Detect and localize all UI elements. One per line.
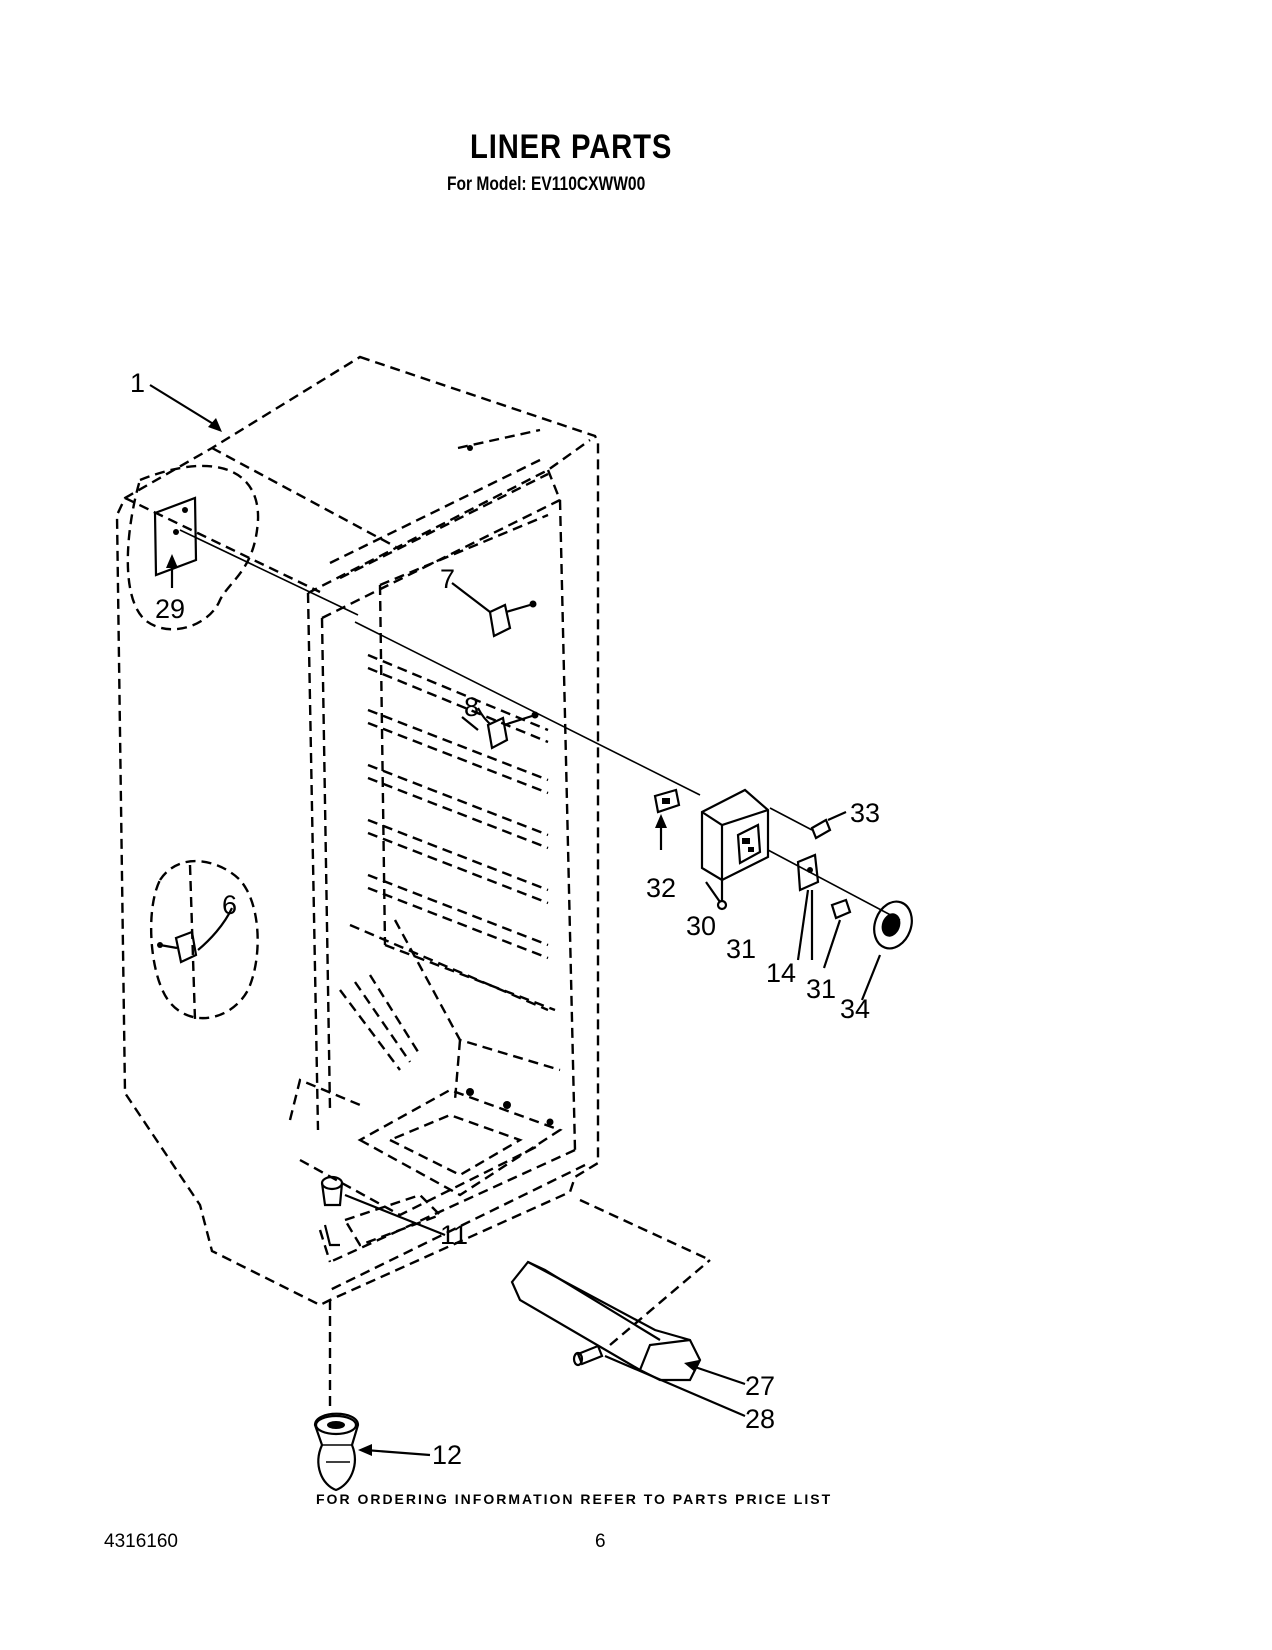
callout-12: 12 [432, 1440, 462, 1470]
callout-32: 32 [646, 873, 676, 903]
callout-30: 30 [686, 911, 716, 941]
leader-lines [149, 384, 479, 731]
page-number: 6 [595, 1531, 606, 1552]
control-assembly [354, 621, 913, 1001]
liner-holes [466, 445, 554, 1126]
callout-29: 29 [155, 594, 185, 624]
cabinet-liner [115, 355, 600, 1307]
part-29-plate [153, 496, 359, 616]
callout-7: 7 [440, 564, 455, 594]
callout-33: 33 [850, 798, 880, 828]
callout-1: 1 [130, 368, 145, 398]
part-12-drain-hose [313, 1300, 431, 1492]
document-number: 4316160 [104, 1531, 178, 1552]
callout-27: 27 [745, 1371, 775, 1401]
page-title: LINER PARTS [470, 128, 673, 166]
callout-labels: 1 29 7 8 6 33 32 30 31 14 31 34 11 27 28… [130, 368, 880, 1470]
part-6-bracket [157, 907, 233, 964]
callout-8: 8 [464, 692, 479, 722]
callout-28: 28 [745, 1404, 775, 1434]
ordering-note: FOR ORDERING INFORMATION REFER TO PARTS … [316, 1491, 833, 1507]
callout-31a: 31 [726, 934, 756, 964]
callout-34: 34 [840, 994, 870, 1024]
callout-14: 14 [766, 958, 796, 988]
model-subtitle: For Model: EV110CXWW00 [447, 174, 646, 195]
part-27-bracket [510, 1198, 746, 1386]
part-11-drain-fitting [320, 1175, 446, 1247]
part-28-screw [572, 1344, 746, 1418]
part-7-bracket [451, 582, 537, 638]
callout-11: 11 [440, 1220, 468, 1250]
callout-31b: 31 [806, 974, 836, 1004]
callout-6: 6 [222, 890, 237, 920]
